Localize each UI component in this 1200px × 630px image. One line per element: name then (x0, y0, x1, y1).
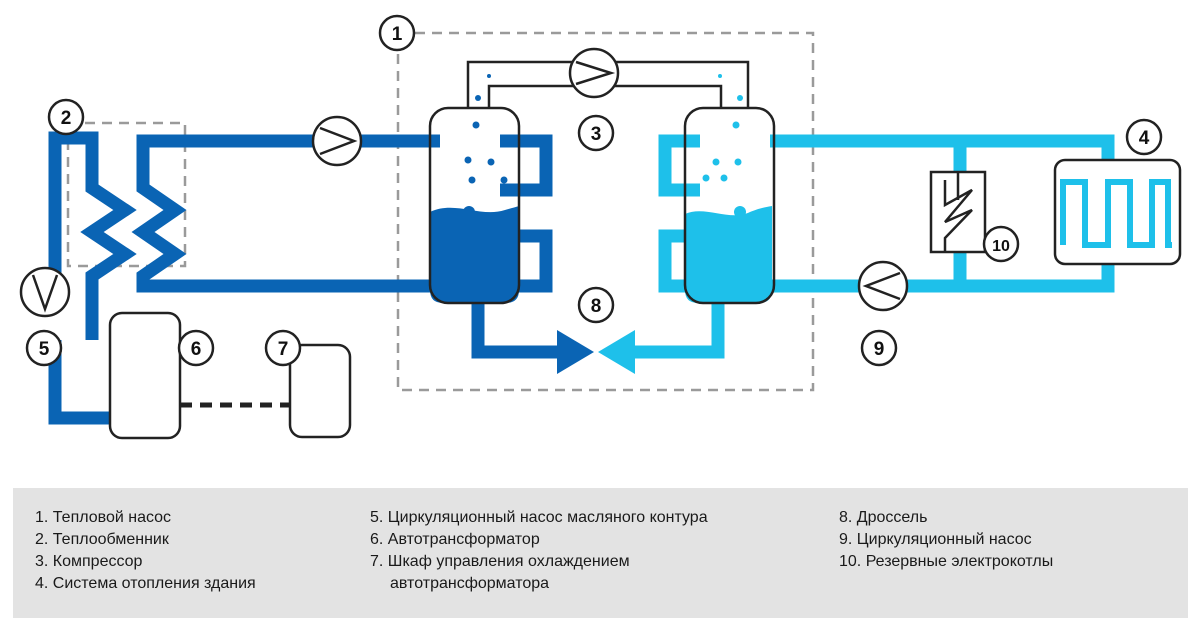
heat-pump-diagram: 1 2 3 4 5 6 7 8 9 10 (19, 14, 1182, 440)
svg-text:2: 2 (61, 108, 72, 129)
svg-text:1: 1 (392, 24, 403, 45)
circulation-pump-9-icon (857, 260, 909, 312)
legend-item: 1. Тепловой насос (35, 509, 172, 526)
svg-text:3: 3 (591, 124, 602, 145)
legend-column-1: 1. Тепловой насос 2. Теплообменник 3. Ко… (35, 507, 256, 595)
heat-exchanger-boundary (66, 121, 187, 268)
svg-text:8: 8 (591, 296, 602, 317)
condenser-vessel (683, 95, 776, 305)
svg-text:9: 9 (874, 339, 885, 360)
callout-5: 5 (25, 329, 63, 367)
legend-item: 8. Дроссель (839, 509, 928, 526)
legend-column-3: 8. Дроссель 9. Циркуляционный насос 10. … (839, 507, 1053, 573)
svg-text:7: 7 (278, 339, 289, 360)
legend-item: 6. Автотрансформатор (370, 531, 540, 548)
legend-item: 5. Циркуляционный насос масляного контур… (370, 509, 708, 526)
callout-3: 3 (577, 114, 615, 152)
callout-2: 2 (47, 98, 85, 136)
autotransformer (108, 311, 182, 440)
callout-7: 7 (264, 329, 302, 367)
compressor-pump-icon (568, 47, 620, 99)
svg-text:4: 4 (1139, 128, 1150, 149)
legend-item: 2. Теплообменник (35, 531, 169, 548)
legend-item: автотрансформатора (390, 575, 550, 592)
legend-item: 9. Циркуляционный насос (839, 531, 1032, 548)
throttle-arrow-right (598, 330, 635, 374)
legend-item: 3. Компрессор (35, 553, 143, 570)
callout-4: 4 (1125, 118, 1163, 156)
callout-6: 6 (177, 329, 215, 367)
svg-text:10: 10 (992, 238, 1010, 255)
callout-1: 1 (378, 14, 416, 52)
evaporator-vessel (428, 95, 521, 305)
radiator-icon (1053, 158, 1182, 266)
callout-8: 8 (577, 286, 615, 324)
svg-text:5: 5 (39, 339, 50, 360)
legend-item: 10. Резервные электрокотлы (839, 553, 1054, 570)
circulation-pump-5-icon (19, 266, 71, 318)
control-cabinet (288, 343, 352, 439)
heat-pump-boundary (396, 31, 815, 392)
throttle-arrow-left (557, 330, 594, 374)
legend-item: 4. Система отопления здания (35, 575, 256, 592)
oil-circuit (48, 131, 560, 425)
svg-text:6: 6 (191, 339, 202, 360)
electric-boiler-icon (929, 170, 987, 254)
legend-item: 7. Шкаф управления охлаждением (370, 553, 630, 570)
oil-circuit-pump-icon (311, 115, 363, 167)
callout-10: 10 (982, 225, 1020, 263)
legend-column-2: 5. Циркуляционный насос масляного контур… (370, 507, 708, 595)
legend: 1. Тепловой насос 2. Теплообменник 3. Ко… (13, 488, 1188, 618)
callout-9: 9 (860, 329, 898, 367)
